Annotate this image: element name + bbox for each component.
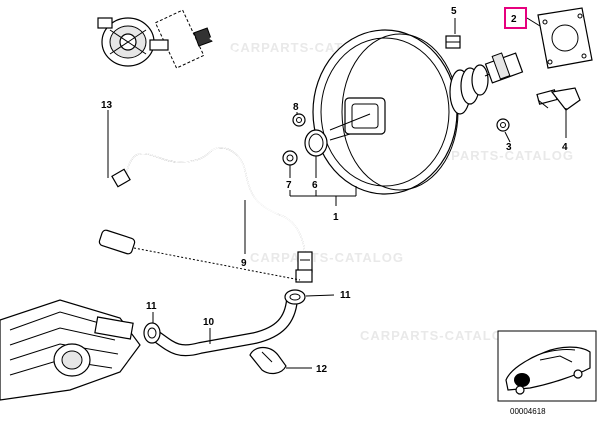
svg-text:CARPARTS-CATALOG: CARPARTS-CATALOG — [420, 148, 574, 163]
gasket-drawing — [537, 7, 593, 69]
leader-lines — [107, 17, 567, 369]
callout-2-highlight-box — [504, 7, 527, 29]
diagram-id: 00004618 — [510, 407, 546, 416]
callout-4: 4 — [562, 142, 568, 153]
callout-6: 6 — [312, 180, 318, 191]
callout-10: 10 — [203, 317, 215, 328]
callout-12: 12 — [316, 364, 328, 375]
callout-11-left: 11 — [146, 301, 157, 312]
callout-3: 3 — [506, 142, 512, 153]
callout-13: 13 — [101, 100, 113, 111]
car-locator-inset — [497, 330, 597, 402]
vacuum-hose-10 — [143, 269, 313, 357]
intake-manifold-drawing — [0, 299, 141, 401]
svg-text:CARPARTS-CATALOG: CARPARTS-CATALOG — [250, 250, 404, 265]
clip-12 — [249, 346, 287, 375]
callout-9: 9 — [241, 258, 247, 269]
svg-text:CARPARTS-CATALOG: CARPARTS-CATALOG — [360, 328, 514, 343]
callout-8: 8 — [293, 102, 299, 113]
vacuum-line-13 — [7, 37, 283, 255]
callout-7: 7 — [286, 180, 292, 191]
callout-2: 2 — [511, 14, 517, 25]
callout-5: 5 — [451, 6, 457, 17]
callout-1: 1 — [333, 212, 339, 223]
watermark: CARPARTS-CATALOG CARPARTS-CATALOG CARPAR… — [230, 40, 574, 343]
vacuum-hose-9 — [111, 147, 313, 273]
brake-booster-drawing — [312, 29, 524, 195]
small-parts — [282, 35, 581, 166]
vacuum-unit-drawing — [97, 9, 213, 69]
callout-11-right: 11 — [340, 290, 351, 301]
